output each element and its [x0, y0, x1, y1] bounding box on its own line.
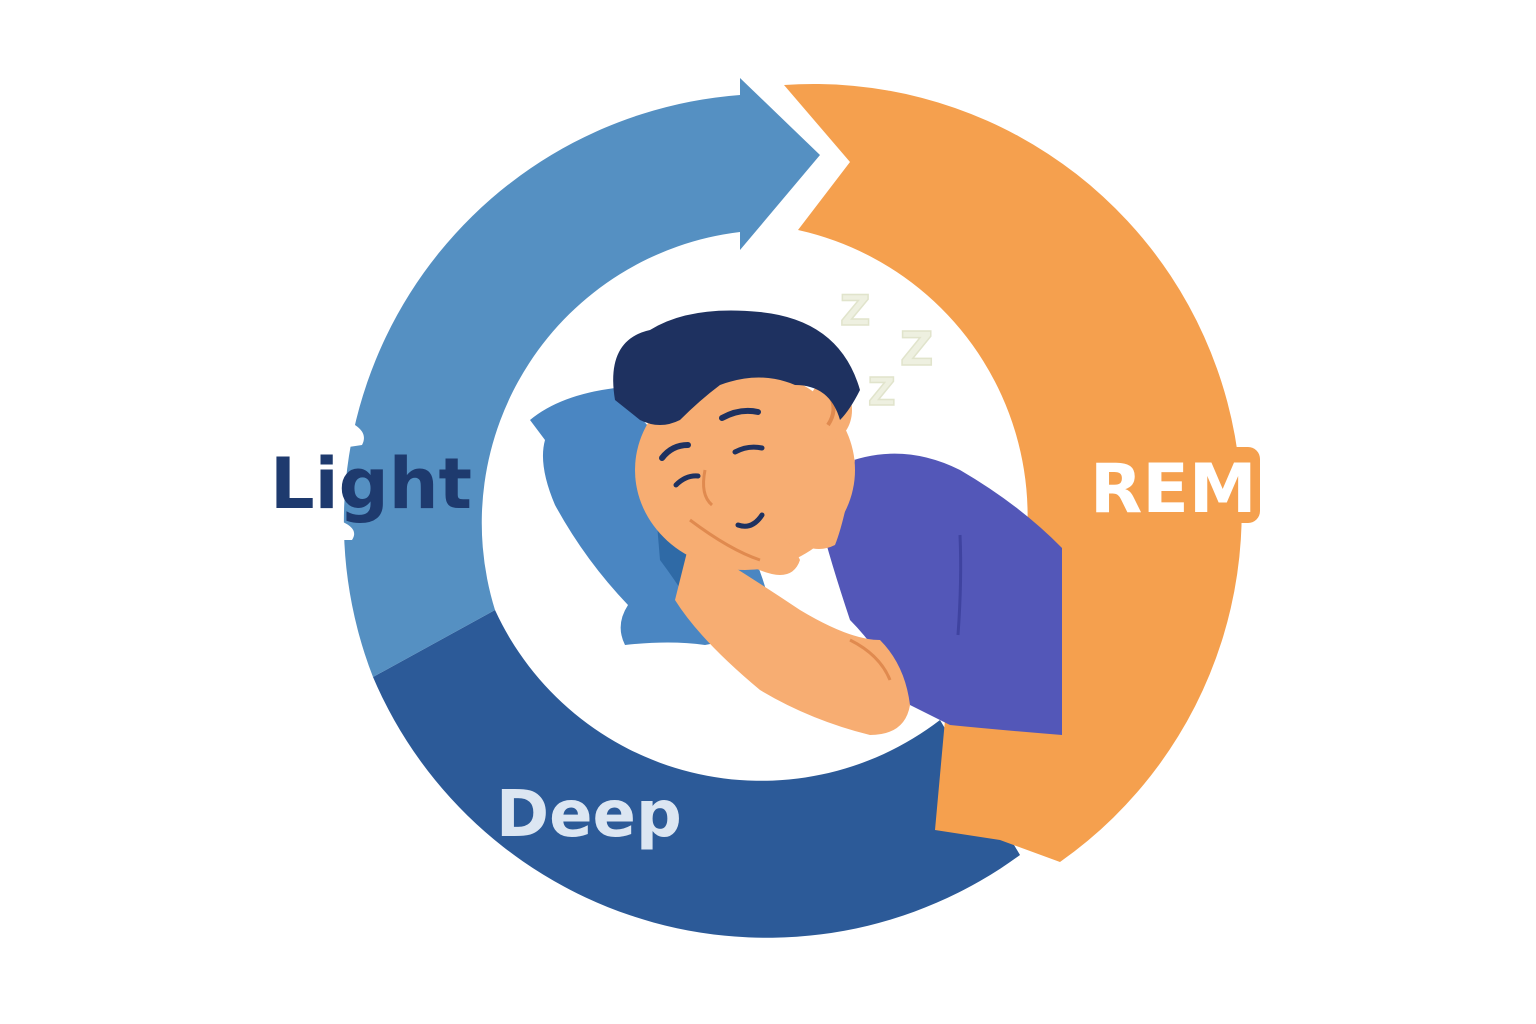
arm-shadow	[849, 638, 892, 681]
left-eyebrow	[659, 442, 691, 461]
arm	[675, 540, 910, 735]
right-eyebrow	[719, 407, 761, 421]
hair	[613, 310, 860, 425]
light-segment	[343, 78, 820, 677]
hand	[660, 470, 800, 575]
deep-segment	[373, 610, 1020, 938]
light-label: Light	[270, 443, 472, 525]
nose	[702, 469, 714, 507]
snore-z-2: Z	[900, 322, 933, 376]
rem-label: REM	[1090, 450, 1256, 529]
snore-z-3: Z	[868, 370, 896, 414]
deep-label: Deep	[496, 778, 682, 852]
light-notch	[342, 420, 364, 448]
shirt-fold	[956, 534, 963, 636]
right-eye	[732, 444, 765, 455]
light-notch-lower	[336, 520, 355, 540]
rem-segment	[784, 83, 1242, 862]
shirt	[820, 453, 1062, 735]
snore-z-1: Z	[840, 286, 870, 335]
sleeping-person-illustration	[530, 310, 1062, 735]
hand-line	[689, 518, 761, 562]
left-eye	[673, 473, 701, 488]
cycle-arrows-icon	[336, 78, 1242, 938]
zzz-icon: Z Z Z	[839, 285, 934, 415]
rem-label-badge	[1082, 447, 1260, 523]
mouth	[735, 512, 765, 529]
